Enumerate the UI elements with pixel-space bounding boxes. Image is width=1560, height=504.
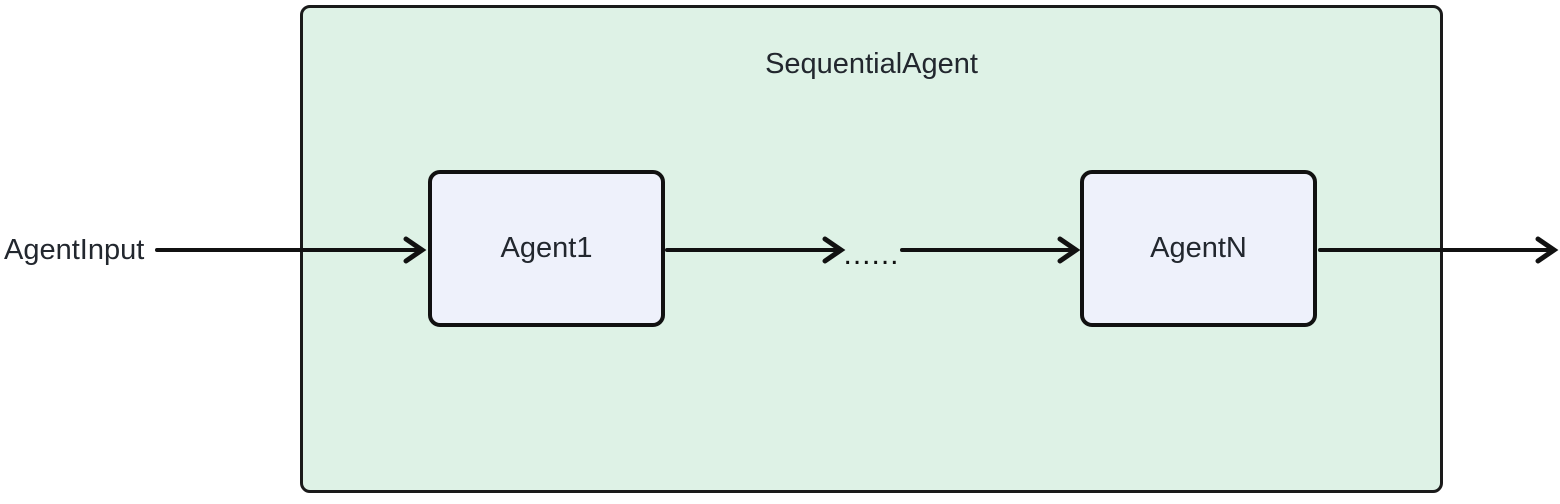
node-agent1: Agent1	[428, 170, 665, 327]
ellipsis-label: ......	[843, 238, 900, 271]
node-agentn: AgentN	[1080, 170, 1317, 327]
node-agentn-label: AgentN	[1150, 232, 1247, 264]
node-agent1-label: Agent1	[500, 232, 593, 264]
container-title: SequentialAgent	[765, 48, 978, 80]
agent-input-label: AgentInput	[4, 234, 145, 266]
